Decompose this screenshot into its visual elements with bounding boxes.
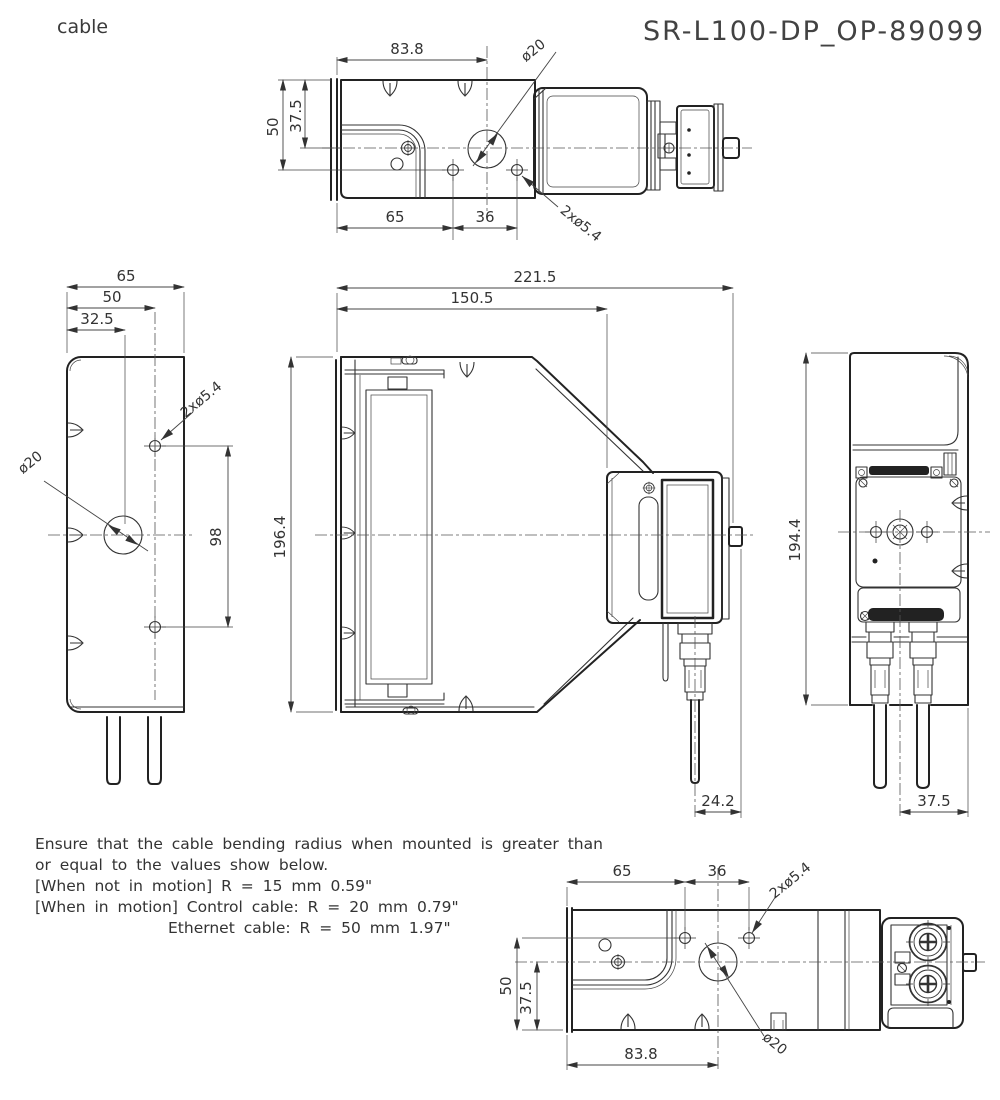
right-view-connector-1 — [865, 621, 895, 789]
dim-label: 98 — [207, 527, 225, 546]
dim-label: ø20 — [15, 448, 46, 477]
dim-label: 24.2 — [701, 792, 734, 810]
notch-icon — [951, 563, 968, 579]
mount-hole — [673, 926, 697, 950]
right-side-view: 194.4 37.5 — [786, 352, 990, 818]
corner-label: cable — [57, 16, 108, 38]
notch-icon — [382, 80, 398, 97]
note-line-2: or equal to the values show below. — [35, 856, 328, 874]
top-view: 83.8 50 37.5 65 36 ø20 2xø5.4 — [264, 36, 752, 245]
dim-label: 50 — [497, 976, 515, 995]
notch-icon — [694, 1013, 710, 1030]
bottom-view-mount-plate — [566, 907, 573, 1033]
notch-icon — [459, 361, 475, 378]
left-view-cables — [106, 716, 162, 785]
dim-label: 83.8 — [624, 1045, 657, 1063]
notch-icon — [620, 1013, 636, 1030]
front-view-hood-lower — [340, 619, 641, 713]
note-line-4: [When in motion] Control cable: R = 20 m… — [35, 898, 459, 916]
dim-label: 32.5 — [80, 310, 113, 328]
round-connector-icon — [904, 960, 952, 1008]
dim-label: 194.4 — [786, 519, 804, 562]
bottom-view: 65 36 2xø5.4 50 37.5 83.8 ø20 — [497, 860, 985, 1072]
dim-label: 37.5 — [287, 99, 305, 132]
left-view-body-outline — [66, 356, 185, 713]
front-view-camera-head — [606, 471, 723, 624]
dim-label: 83.8 — [390, 40, 423, 58]
screw-icon — [642, 481, 656, 495]
front-view-hood-upper — [340, 356, 654, 474]
right-view-connector-2 — [908, 621, 938, 789]
dim-label: 50 — [264, 117, 282, 136]
notch-icon — [457, 80, 473, 97]
top-view-mount-plate — [330, 78, 338, 201]
bottom-view-body-outline — [571, 909, 881, 1031]
bottom-view-side-tab — [962, 953, 977, 972]
dim-label: 150.5 — [451, 289, 494, 307]
notch-icon — [341, 426, 356, 440]
notch-icon — [67, 635, 84, 651]
dim-label: 50 — [102, 288, 121, 306]
notch-icon — [951, 495, 968, 511]
dim-label: 36 — [707, 862, 726, 880]
dim-label: 37.5 — [917, 792, 950, 810]
dim-label: 65 — [612, 862, 631, 880]
front-view-side-tab — [728, 526, 743, 547]
note-line-5: Ethernet cable: R = 50 mm 1.97" — [168, 919, 451, 937]
right-view-body-outline — [849, 352, 969, 706]
dim-label: 36 — [475, 208, 494, 226]
round-connector-icon — [904, 918, 952, 966]
notch-icon — [341, 526, 356, 540]
cable-bend-notes: Ensure that the cable bending radius whe… — [35, 835, 603, 937]
top-view-hood — [533, 87, 648, 195]
notch-icon — [458, 695, 474, 712]
notch-icon — [341, 626, 356, 640]
note-line-1: Ensure that the cable bending radius whe… — [35, 835, 603, 853]
left-side-view: 65 50 32.5 98 ø20 2xø5.4 — [15, 267, 233, 785]
notch-icon — [67, 422, 84, 438]
top-view-connector-plate — [676, 105, 715, 189]
dim-label: 2xø5.4 — [557, 203, 604, 246]
dim-label: 2xø5.4 — [767, 860, 814, 903]
bottom-view-connector-block — [881, 917, 964, 1029]
mount-hole — [737, 926, 761, 950]
page-title: SR-L100-DP_OP-89099 — [643, 16, 985, 47]
dim-label: 65 — [385, 208, 404, 226]
dim-label: 196.4 — [271, 516, 289, 559]
dim-label: 65 — [116, 267, 135, 285]
front-view: 221.5 150.5 196.4 24.2 — [271, 268, 755, 818]
dim-label: 221.5 — [514, 268, 557, 286]
dim-label: ø20 — [759, 1029, 790, 1058]
dim-label: ø20 — [518, 36, 549, 65]
note-line-3: [When not in motion] R = 15 mm 0.59" — [35, 877, 372, 895]
top-view-body-outline — [340, 79, 536, 199]
dim-label: 37.5 — [517, 981, 535, 1014]
front-view-window — [365, 389, 433, 685]
